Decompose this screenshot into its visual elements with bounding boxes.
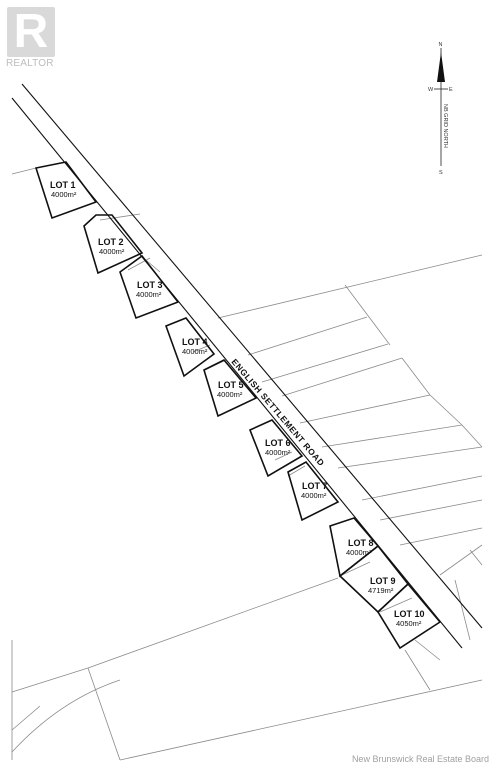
- lot-9-name: LOT 9: [370, 576, 396, 586]
- parcel-line: [344, 284, 391, 346]
- north-arrow-icon: [437, 52, 445, 82]
- parcel-line: [87, 667, 121, 761]
- parcel-line: [404, 649, 431, 691]
- compass-north-letter: N: [439, 42, 443, 48]
- parcel-line: [11, 167, 37, 175]
- parcel-line: [454, 579, 471, 641]
- parcel-line: [87, 577, 339, 669]
- lot-2-name: LOT 2: [98, 237, 124, 247]
- parcel-line: [281, 357, 403, 397]
- parcel-line: [274, 451, 293, 461]
- road-edge-right: [21, 83, 483, 629]
- lot-6-name: LOT 6: [265, 438, 291, 448]
- board-watermark: New Brunswick Real Estate Board: [351, 754, 489, 764]
- parcel-line: [11, 705, 41, 731]
- lot-8-name: LOT 8: [348, 538, 374, 548]
- lot-4-area: 4000m²: [182, 347, 208, 356]
- lot-labels: LOT 1 4000m² LOT 2 4000m² LOT 3 4000m² L…: [50, 180, 425, 628]
- parcel-line: [379, 597, 413, 613]
- parcel-line: [11, 667, 89, 693]
- parcel-line: [341, 561, 371, 576]
- parcel-line: [414, 639, 441, 661]
- parcel-line: [401, 357, 431, 396]
- lot-5-area: 4000m²: [217, 390, 243, 399]
- compass-west-letter: W: [428, 87, 434, 93]
- parcel-line: [461, 424, 483, 448]
- compass-grid-label: NB GRID NORTH: [442, 104, 448, 148]
- parcel-line: [321, 424, 463, 448]
- lot-10-name: LOT 10: [394, 609, 425, 619]
- lot-boundaries: [34, 161, 442, 650]
- realtor-logo-wordmark: REALTOR: [6, 58, 54, 69]
- parcel-line: [361, 475, 483, 501]
- parcel-line: [247, 316, 368, 356]
- realtor-logo: R REALTOR: [4, 4, 64, 70]
- parcel-line: [299, 394, 431, 424]
- parcel-line: [287, 465, 306, 477]
- north-arrow-compass: N W E S NB GRID NORTH: [428, 42, 453, 176]
- lot-1-name: LOT 1: [50, 180, 76, 190]
- compass-east-letter: E: [449, 87, 453, 93]
- realtor-logo-box: [7, 7, 55, 57]
- lot-8-area: 4000m²: [346, 548, 372, 557]
- lot-5-name: LOT 5: [218, 380, 244, 390]
- lot-6-boundary: [248, 419, 304, 478]
- parcel-line: [261, 343, 389, 383]
- english-settlement-road: [11, 83, 483, 649]
- parcel-line: [399, 527, 483, 546]
- lot-10-area: 4050m²: [396, 619, 422, 628]
- lot-4-boundary: [164, 317, 216, 378]
- lot-3-name: LOT 3: [137, 280, 163, 290]
- lot-5-boundary: [203, 359, 258, 418]
- parcel-line: [119, 679, 483, 761]
- lot-4-name: LOT 4: [182, 337, 208, 347]
- parcel-line: [217, 254, 483, 319]
- lot-2-area: 4000m²: [99, 247, 125, 256]
- parcel-line: [439, 544, 483, 576]
- lot-1-boundary: [34, 161, 98, 220]
- lot-2-boundary: [83, 214, 144, 275]
- parcel-line: [127, 257, 151, 271]
- parcel-line: [469, 549, 483, 566]
- lot-7-area: 4000m²: [301, 491, 327, 500]
- lot-10-boundary: [376, 582, 442, 650]
- lot-1-area: 4000m²: [51, 190, 77, 199]
- lot-3-boundary: [119, 254, 180, 320]
- lot-9-area: 4719m²: [368, 586, 394, 595]
- parcel-curve: [11, 679, 121, 753]
- realtor-logo-r: R: [13, 5, 49, 58]
- lot-6-area: 4000m²: [265, 448, 291, 457]
- parcel-line: [379, 499, 483, 521]
- lot-7-boundary: [287, 460, 340, 522]
- parcel-line: [429, 394, 463, 426]
- compass-south-letter: S: [439, 170, 443, 176]
- lot-3-area: 4000m²: [136, 290, 162, 299]
- background-parcel-lines: [11, 167, 483, 761]
- parcel-line: [337, 446, 483, 469]
- lot-7-name: LOT 7: [302, 481, 328, 491]
